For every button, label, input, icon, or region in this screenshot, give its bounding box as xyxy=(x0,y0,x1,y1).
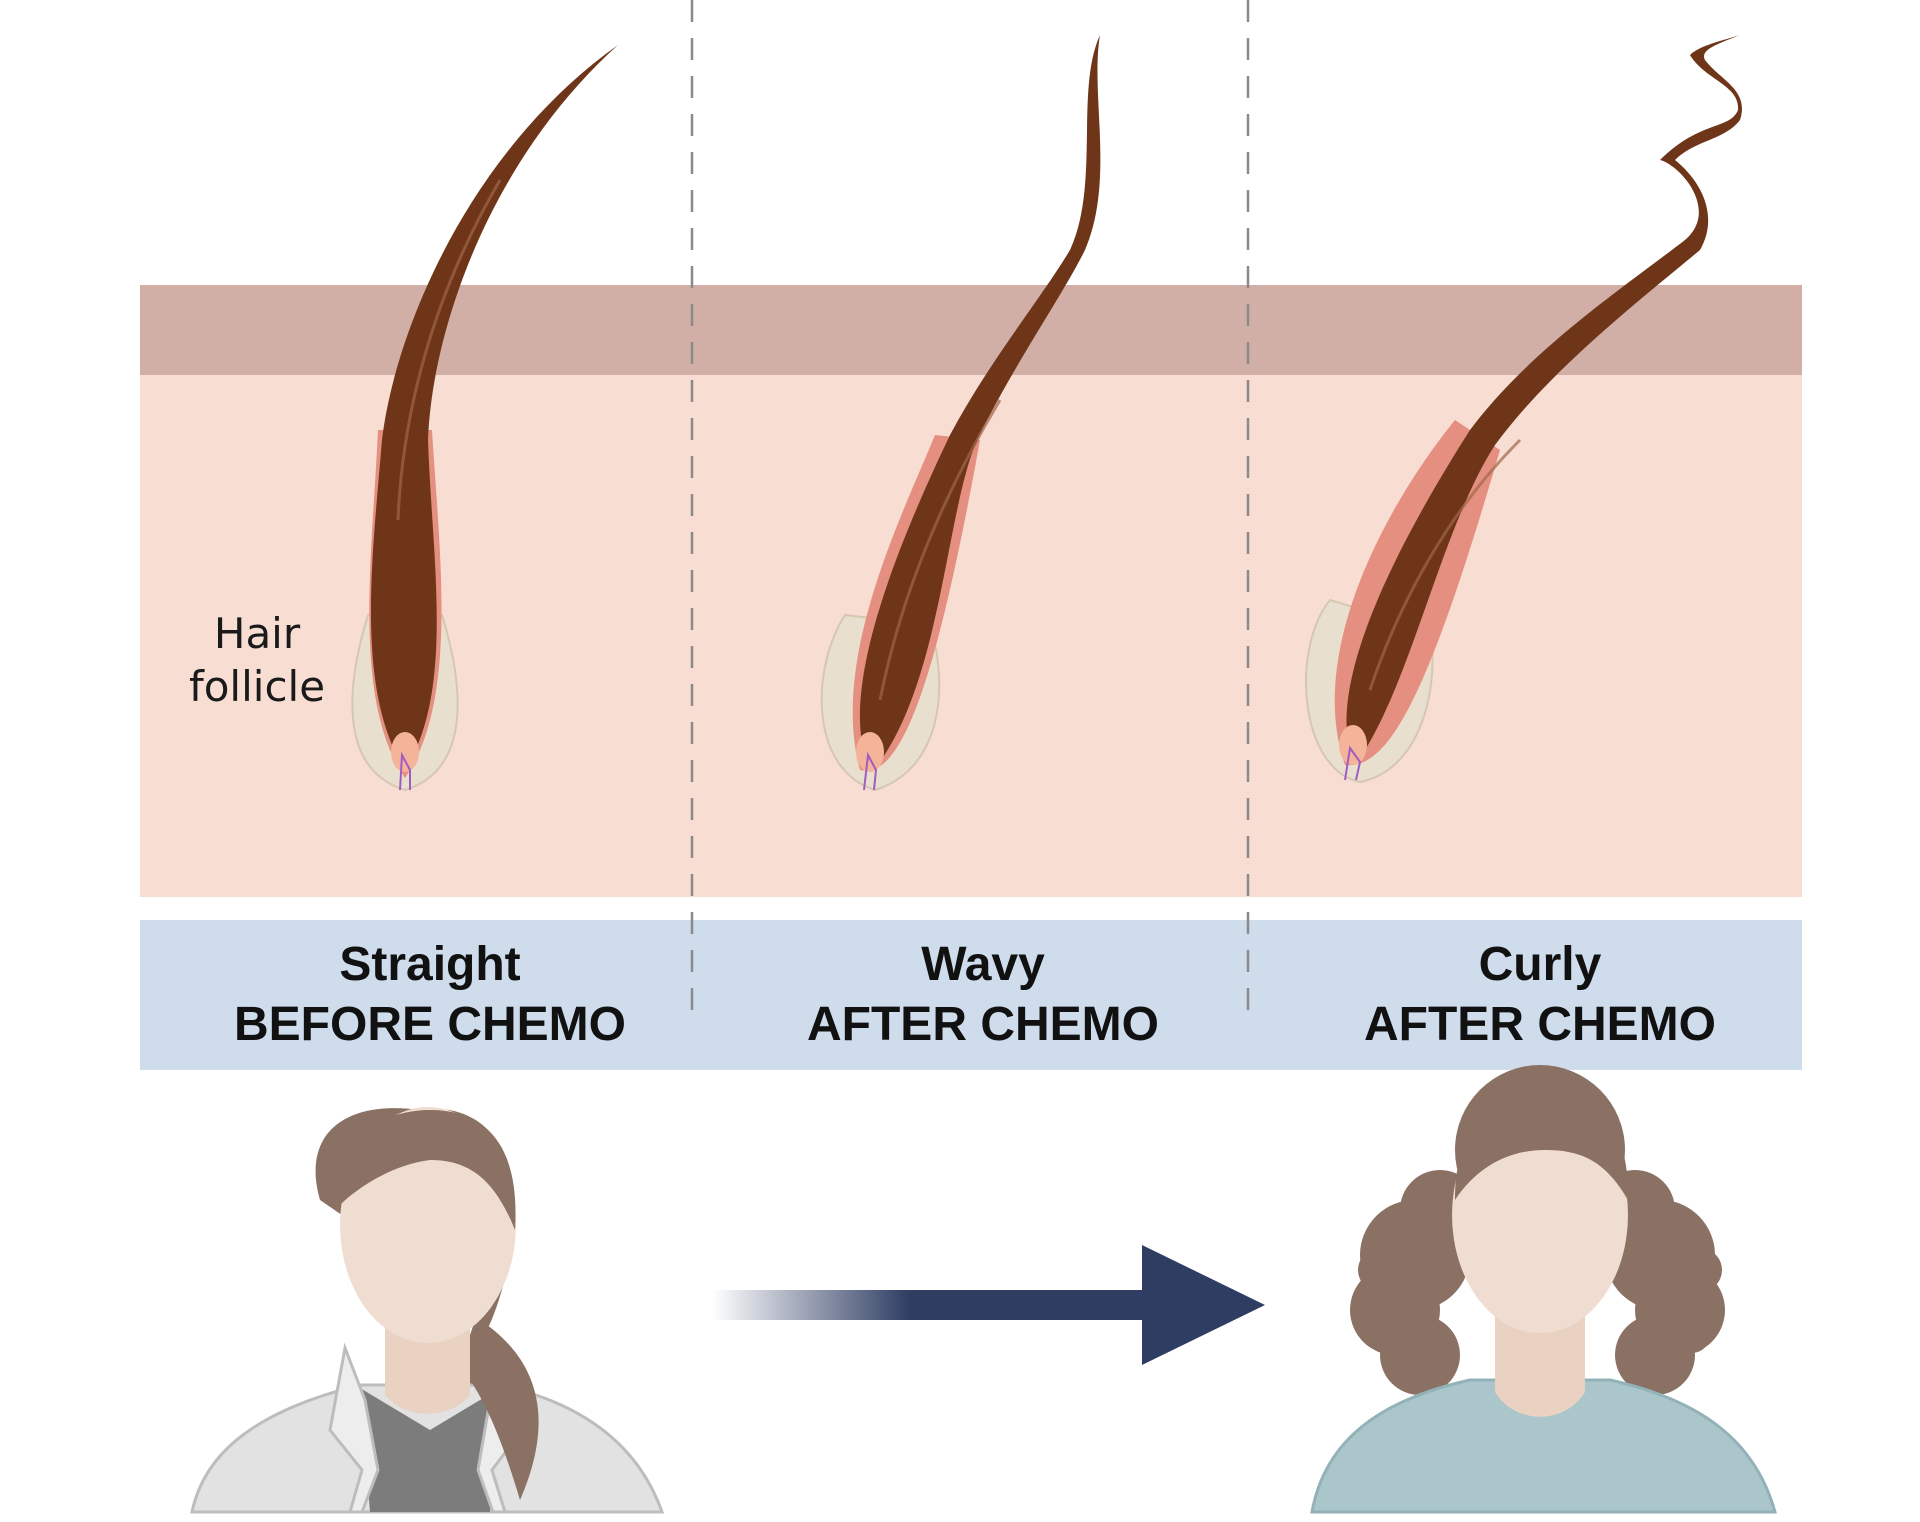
person-curly-hair-icon xyxy=(1310,1065,1777,1514)
panel-2-hair-type: Wavy xyxy=(921,938,1045,991)
hair-shaft-highlight xyxy=(878,399,1002,701)
hair-shaft xyxy=(370,45,618,770)
hair-shaft xyxy=(859,35,1101,772)
panel-2-condition: AFTER CHEMO xyxy=(807,998,1159,1051)
label-band xyxy=(140,920,1802,1070)
panel-1-hair-type: Straight xyxy=(339,938,520,991)
person-straight-hair-icon xyxy=(190,1107,665,1514)
arrow-shaft xyxy=(712,1290,1152,1320)
person-hair-front xyxy=(339,1110,516,1230)
scrubs-top xyxy=(1310,1378,1777,1514)
panel-labels: Straight BEFORE CHEMO Wavy AFTER CHEMO C… xyxy=(234,938,1716,1051)
undershirt xyxy=(360,1388,500,1512)
panel-3-condition: AFTER CHEMO xyxy=(1364,998,1716,1051)
papilla-vessel xyxy=(863,751,878,791)
papilla-vessel xyxy=(1344,745,1362,781)
hair-shaft xyxy=(1346,35,1742,765)
panel-1-condition: BEFORE CHEMO xyxy=(234,998,626,1051)
hair-shaft-highlight xyxy=(396,179,502,521)
annotation-line-1: Hair xyxy=(214,609,301,658)
hair-follicle-annotation: Hair follicle xyxy=(189,609,325,711)
transition-arrow xyxy=(712,1245,1265,1365)
papilla-vessel xyxy=(399,751,411,791)
dermal-papilla xyxy=(1339,725,1367,765)
hair-shaft-highlight xyxy=(1368,438,1522,691)
curly-hair-illustration xyxy=(1305,35,1742,784)
dermal-papilla xyxy=(391,732,419,772)
person-hair-front xyxy=(1455,1095,1629,1200)
panel-dividers xyxy=(690,0,1250,1015)
ponytail xyxy=(470,1320,539,1500)
straight-hair-illustration xyxy=(351,45,618,792)
coat-lapel-left xyxy=(328,1342,380,1514)
annotation-line-2: follicle xyxy=(189,662,325,711)
panel-3-hair-type: Curly xyxy=(1479,938,1602,991)
dermal-papilla xyxy=(856,732,884,772)
arrow-head-icon xyxy=(1142,1245,1265,1365)
wavy-hair-illustration xyxy=(820,35,1101,792)
